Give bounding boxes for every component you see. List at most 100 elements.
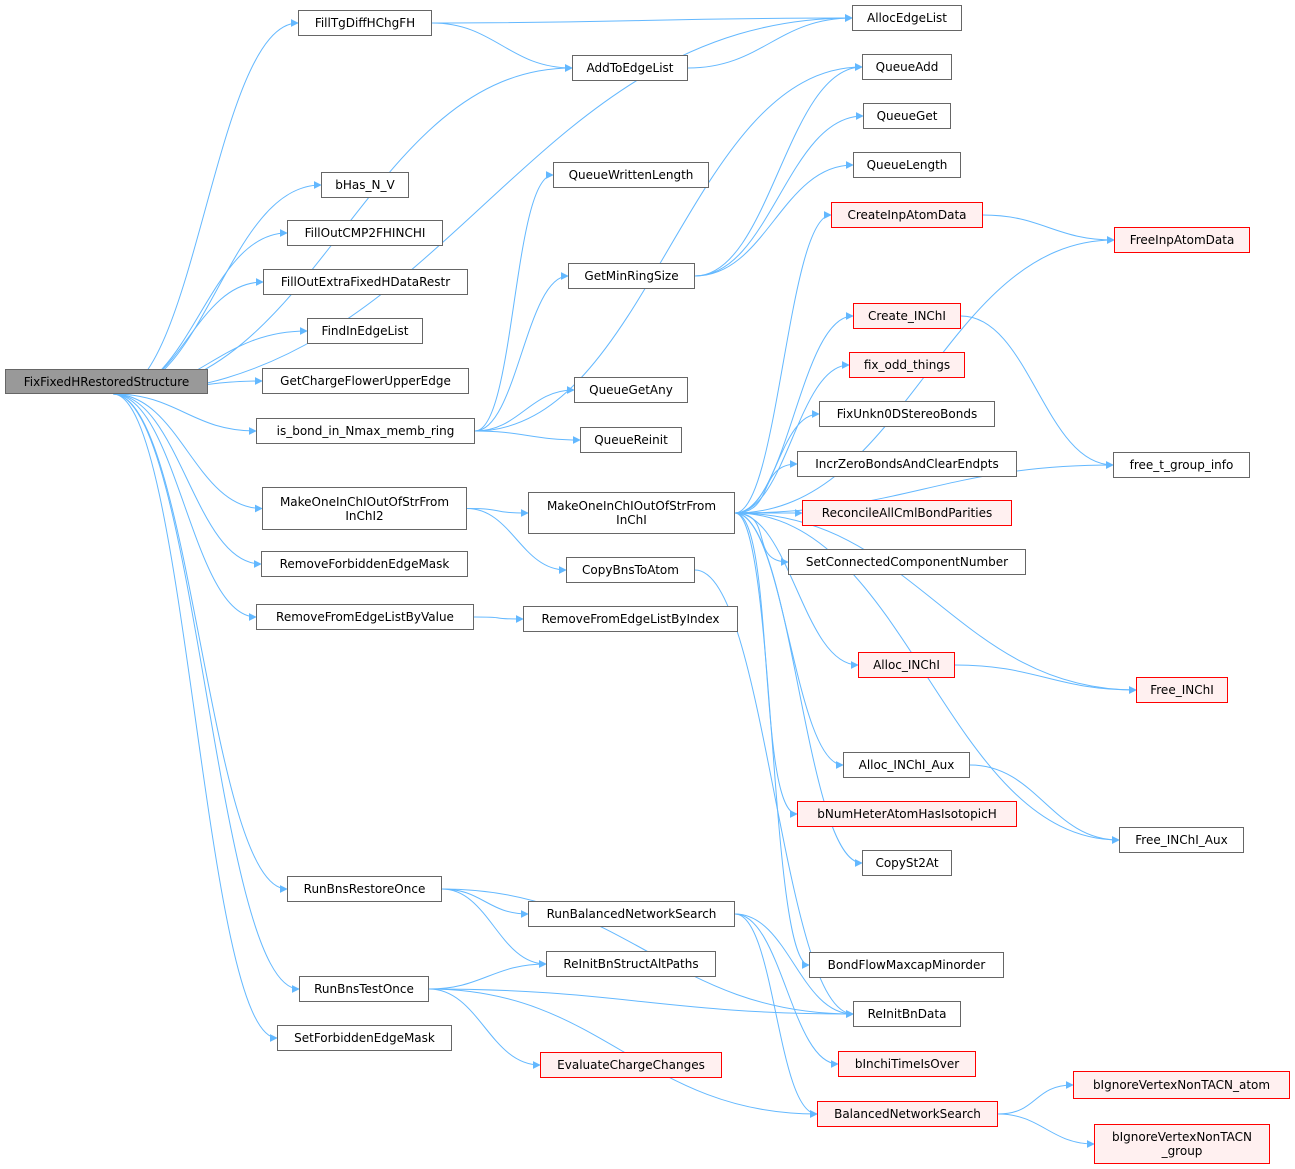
node-filloutcmp2fhinchi[interactable]: FillOutCMP2FHINCHI — [287, 220, 443, 246]
edge-makeoneinchioutofstrfrom-inchi2-to-copybnstoatom — [466, 508, 567, 574]
node-queueadd[interactable]: QueueAdd — [862, 54, 952, 80]
node-reinitbndata[interactable]: ReInitBnData — [853, 1001, 961, 1027]
node-label: BondFlowMaxcapMinorder — [827, 958, 986, 972]
edge-fixfixedhrestoredstructure-to-removeforbiddenedgemask — [112, 393, 262, 568]
node-queuewrittenlength[interactable]: QueueWrittenLength — [553, 162, 709, 188]
node-label: RunBnsTestOnce — [314, 982, 414, 996]
node-removefromedgelistbyvalue[interactable]: RemoveFromEdgeListByValue — [256, 604, 474, 630]
node-setconnectedcomponentnumber[interactable]: SetConnectedComponentNumber — [788, 549, 1026, 575]
node-label: bInchiTimeIsOver — [854, 1057, 960, 1071]
edge-runbnstestonce-to-balancednetworksearch — [428, 988, 818, 1118]
node-runbalancednetworksearch[interactable]: RunBalancedNetworkSearch — [528, 901, 735, 927]
node-label: CreateInpAtomData — [847, 208, 967, 222]
edge-makeoneinchioutofstrfrom-inchi-to-free-t-group-info — [734, 461, 1114, 514]
node-allocedgelist[interactable]: AllocEdgeList — [852, 5, 962, 31]
node-evaluatechargechanges[interactable]: EvaluateChargeChanges — [540, 1052, 722, 1078]
edge-makeoneinchioutofstrfrom-inchi-to-incrzerobondsandclearendpts — [734, 460, 798, 514]
node-label: ReconcileAllCmlBondParities — [821, 506, 993, 520]
node-free-t-group-info[interactable]: free_t_group_info — [1113, 452, 1250, 478]
node-queuelength[interactable]: QueueLength — [853, 152, 961, 178]
node-create-inchi[interactable]: Create_INChI — [853, 303, 961, 329]
edge-is-bond-in-nmax-memb-ring-to-queuegetany — [474, 386, 575, 432]
node-setforbiddenedgemask[interactable]: SetForbiddenEdgeMask — [277, 1025, 452, 1051]
edge-fixfixedhrestoredstructure-to-makeoneinchioutofstrfrom-inchi2 — [112, 393, 263, 513]
edge-fixfixedhrestoredstructure-to-allocedgelist — [112, 14, 853, 395]
node-removeforbiddenedgemask[interactable]: RemoveForbiddenEdgeMask — [261, 551, 468, 577]
node-label: bNumHeterAtomHasIsotopicH — [817, 807, 997, 821]
edge-makeoneinchioutofstrfrom-inchi-to-fix-odd-things — [734, 361, 850, 514]
node-findinedgelist[interactable]: FindInEdgeList — [307, 318, 423, 344]
node-label: EvaluateChargeChanges — [557, 1058, 705, 1072]
node-freeinpatomdata[interactable]: FreeInpAtomData — [1114, 227, 1250, 253]
node-reconcileallcmlbondparities[interactable]: ReconcileAllCmlBondParities — [802, 500, 1012, 526]
node-is-bond-in-nmax-memb-ring[interactable]: is_bond_in_Nmax_memb_ring — [256, 418, 475, 444]
node-incrzerobondsandclearendpts[interactable]: IncrZeroBondsAndClearEndpts — [797, 451, 1017, 477]
edge-filltgdiffhchgfh-to-allocedgelist — [431, 14, 853, 24]
node-label: Alloc_INChI — [873, 658, 940, 672]
node-label: SetConnectedComponentNumber — [805, 555, 1009, 569]
edge-create-inchi-to-free-t-group-info — [960, 315, 1114, 469]
node-label: FixUnkn0DStereoBonds — [836, 407, 978, 421]
node-removefromedgelistbyindex[interactable]: RemoveFromEdgeListByIndex — [523, 606, 738, 632]
edge-getminringsize-to-queueadd — [694, 63, 863, 277]
node-bhas-n-v[interactable]: bHas_N_V — [321, 172, 409, 198]
node-label: free_t_group_info — [1129, 458, 1234, 472]
node-label: RunBalancedNetworkSearch — [546, 907, 717, 921]
node-label: RunBnsRestoreOnce — [303, 882, 426, 896]
node-label: Free_INChI — [1150, 683, 1214, 697]
node-binchitimeisover[interactable]: bInchiTimeIsOver — [838, 1051, 976, 1077]
node-label: FreeInpAtomData — [1129, 233, 1235, 247]
node-reinitbnstructaltpaths[interactable]: ReInitBnStructAltPaths — [546, 951, 716, 977]
node-bignorevertexnontacn-group[interactable]: bIgnoreVertexNonTACN_group — [1094, 1124, 1270, 1164]
node-fix-odd-things[interactable]: fix_odd_things — [849, 352, 965, 378]
node-alloc-inchi-aux[interactable]: Alloc_INChI_Aux — [843, 752, 970, 778]
edge-fixfixedhrestoredstructure-to-setforbiddenedgemask — [112, 393, 278, 1042]
node-bignorevertexnontacn-atom[interactable]: bIgnoreVertexNonTACN_atom — [1073, 1071, 1290, 1099]
node-runbnstestonce[interactable]: RunBnsTestOnce — [299, 976, 429, 1002]
node-queuereinit[interactable]: QueueReinit — [580, 427, 682, 453]
node-label: CopySt2At — [875, 856, 939, 870]
node-filloutextrafixedhdatarestr[interactable]: FillOutExtraFixedHDataRestr — [263, 269, 468, 295]
node-label: is_bond_in_Nmax_memb_ring — [276, 424, 455, 438]
node-label: QueueReinit — [594, 433, 668, 447]
node-label: ReInitBnData — [867, 1007, 947, 1021]
node-label: ReInitBnStructAltPaths — [563, 957, 699, 971]
node-bnumheteratomhasisotopich[interactable]: bNumHeterAtomHasIsotopicH — [797, 801, 1017, 827]
edge-runbnstestonce-to-evaluatechargechanges — [428, 988, 541, 1069]
edge-makeoneinchioutofstrfrom-inchi-to-createinpatomdata — [734, 211, 832, 514]
node-alloc-inchi[interactable]: Alloc_INChI — [858, 652, 955, 678]
edge-runbnsrestoreonce-to-runbalancednetworksearch — [441, 888, 529, 918]
node-label: CopyBnsToAtom — [582, 563, 679, 577]
node-createinpatomdata[interactable]: CreateInpAtomData — [831, 202, 983, 228]
node-queuegetany[interactable]: QueueGetAny — [574, 377, 688, 403]
node-queueget[interactable]: QueueGet — [863, 103, 951, 129]
node-label: FillTgDiffHChgFH — [314, 16, 416, 30]
node-label: MakeOneInChIOutOfStrFrom — [279, 494, 450, 509]
node-addtoedgelist[interactable]: AddToEdgeList — [572, 55, 688, 81]
edge-addtoedgelist-to-allocedgelist — [687, 14, 853, 69]
node-free-inchi[interactable]: Free_INChI — [1136, 677, 1228, 703]
edge-is-bond-in-nmax-memb-ring-to-queueadd — [474, 63, 863, 432]
edge-balancednetworksearch-to-bignorevertexnontacn-group — [997, 1113, 1095, 1148]
node-free-inchi-aux[interactable]: Free_INChI_Aux — [1119, 827, 1244, 853]
node-label: _group — [1161, 1144, 1203, 1158]
node-balancednetworksearch[interactable]: BalancedNetworkSearch — [817, 1101, 998, 1127]
node-runbnsrestoreonce[interactable]: RunBnsRestoreOnce — [287, 876, 442, 902]
edge-makeoneinchioutofstrfrom-inchi-to-copyst2at — [734, 512, 863, 867]
node-copybnstoatom[interactable]: CopyBnsToAtom — [566, 557, 695, 583]
edge-getminringsize-to-queueget — [694, 112, 864, 277]
edge-runbnstestonce-to-reinitbnstructaltpaths — [428, 960, 547, 990]
node-filltgdiffhchgfh[interactable]: FillTgDiffHChgFH — [298, 10, 432, 36]
node-label: FillOutExtraFixedHDataRestr — [280, 275, 451, 289]
node-label: QueueLength — [866, 158, 948, 172]
node-getchargeflowerupperedge[interactable]: GetChargeFlowerUpperEdge — [262, 368, 469, 394]
node-copyst2at[interactable]: CopySt2At — [862, 850, 952, 876]
node-bondflowmaxcapminorder[interactable]: BondFlowMaxcapMinorder — [809, 952, 1004, 978]
edge-filltgdiffhchgfh-to-addtoedgelist — [431, 22, 573, 72]
node-getminringsize[interactable]: GetMinRingSize — [568, 263, 695, 289]
node-fixunkn0dstereobonds[interactable]: FixUnkn0DStereoBonds — [819, 401, 995, 427]
node-label: QueueAdd — [875, 60, 939, 74]
